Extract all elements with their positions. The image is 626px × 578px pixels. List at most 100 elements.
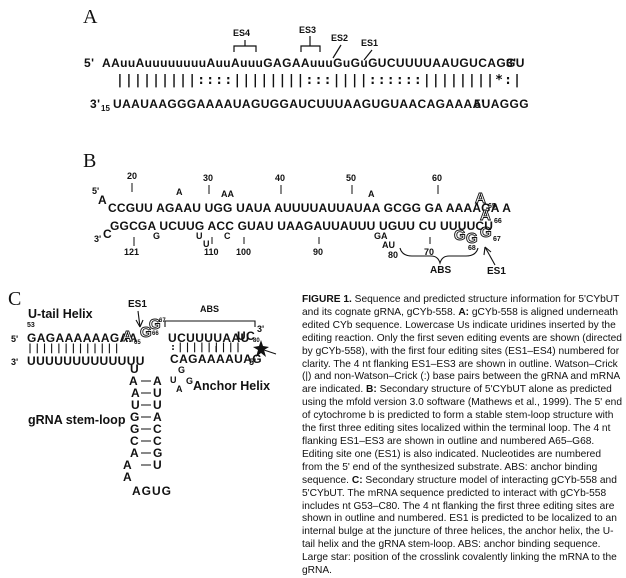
b-bulge-u2: U <box>203 239 210 249</box>
num-60: 60 <box>432 173 443 183</box>
caption-text-a: gCYb-558 is aligned underneath edited CY… <box>302 306 622 396</box>
num-50: 50 <box>346 173 357 183</box>
b-top-a: A <box>98 193 108 207</box>
c-anchor-bulge-g: G <box>178 365 186 375</box>
c-num-67: 67 <box>159 318 166 324</box>
caption-text-b: Secondary structure of 5'CYbUT alone as … <box>302 384 623 486</box>
b-bulge-a2: A <box>368 189 375 199</box>
grna-stemloop-label: gRNA stem-loop <box>28 413 126 427</box>
panel-b-letter: B <box>83 150 97 172</box>
b-bulge-u: U <box>196 231 203 241</box>
b-top-row: CCGUU AGAAU UGG UAUA AUUUUAUUAUAA GCGG G… <box>108 201 512 215</box>
stem-right-5: C <box>153 434 163 448</box>
c-anchor-bulge-g2: G <box>186 376 194 386</box>
caption-c-label: C: <box>351 474 363 486</box>
b-5prime: 5' <box>92 186 100 196</box>
stem-right-3: A <box>153 410 163 424</box>
caption-a-label: A: <box>458 306 470 318</box>
b-num-67: 67 <box>493 236 501 243</box>
c-anchor-pairs: :||||||||| <box>170 342 243 353</box>
c-3prime-u: 3' <box>11 357 19 367</box>
c-num-80: 80 <box>253 338 260 344</box>
b-outline-a66: A <box>480 207 492 225</box>
figure-caption: FIGURE 1. Sequence and predicted structu… <box>302 294 622 578</box>
b-bulge-au: AU <box>382 240 395 250</box>
b-abs-label: ABS <box>430 265 452 276</box>
num-20: 20 <box>127 171 138 181</box>
stem-right-0: A <box>153 374 163 388</box>
stem-right-4: C <box>153 422 163 436</box>
b-es1-label: ES1 <box>487 266 506 277</box>
c-5prime: 5' <box>11 334 19 344</box>
stem-left-8: A <box>123 458 133 472</box>
caption-text-c: Secondary structure model of interacting… <box>302 474 617 577</box>
es4-label: ES4 <box>233 28 251 38</box>
grna-subscript: 15 <box>101 104 110 113</box>
panel-a-letter: A <box>83 6 98 28</box>
c-top-seq: GAGAAAAAAGAA <box>27 331 138 345</box>
c-5prime-anchor: 5' <box>249 357 257 367</box>
b-bulge-a: A <box>176 187 183 197</box>
b-3prime: 3' <box>94 234 102 244</box>
stem-left-1: A <box>129 374 139 388</box>
c-anchor-bulge-a: A <box>176 384 183 394</box>
mrna-5prime: 5' <box>84 56 95 70</box>
c-outline-a65: A <box>122 328 134 346</box>
caption-heading: FIGURE 1. <box>302 294 352 305</box>
stem-left-7: A <box>130 446 140 460</box>
num-121: 121 <box>124 247 140 257</box>
b-num-68: 68 <box>468 245 476 252</box>
stem-left-6: C <box>130 434 140 448</box>
grna-3prime: 3' <box>90 97 101 111</box>
c-mrna-right: UCUUUUAAU <box>168 331 250 345</box>
num-110: 110 <box>204 247 219 257</box>
c-outline-g66: G <box>140 324 153 342</box>
utail-helix-label: U-tail Helix <box>28 307 93 321</box>
es3-label: ES3 <box>299 25 317 35</box>
b-bottom-c: C <box>103 227 113 241</box>
mrna-sequence: AAuuAuuuuuuuuAuuAuuuGAGAAuuuGuGuGUCUUUUA… <box>102 56 525 70</box>
c-utail-pairs: ||||||||||||| <box>27 343 121 354</box>
b-bottom-row: GGCGA UCUUG ACC GUAU UAAGAUUAUUU UGUU CU… <box>110 219 494 233</box>
stem-right-6: G <box>153 446 163 460</box>
c-mrna-end: UC <box>237 329 256 343</box>
num-80: 80 <box>388 250 399 260</box>
c-anchor-bulge-u: U <box>170 375 177 385</box>
b-outline-a65: A <box>475 190 487 208</box>
b-num-65: 65 <box>488 203 496 210</box>
stem-left-4: G <box>130 410 140 424</box>
b-bulge-c: C <box>224 231 231 241</box>
es2-label: ES2 <box>331 33 349 43</box>
num-90: 90 <box>313 247 324 257</box>
caption-b-label: B: <box>366 384 377 396</box>
num-70: 70 <box>424 247 435 257</box>
b-outline-g68: G <box>466 230 479 248</box>
c-num-65: 65 <box>134 340 141 346</box>
num-100: 100 <box>236 247 252 257</box>
b-num-66: 66 <box>494 218 502 225</box>
stem-right-7: U <box>153 458 163 472</box>
stem-left-5: G <box>130 422 140 436</box>
c-es1-label: ES1 <box>128 299 147 310</box>
grna-sequence: UAAUAAGGGAAAAUAGUGGAUCUUUAAGUGUAACAGAAAA… <box>113 97 529 111</box>
b-bulge-ga: GA <box>374 231 388 241</box>
mrna-3prime: 3' <box>506 56 517 70</box>
stem-loop: AGUG <box>132 484 172 498</box>
stem-left-9: A <box>123 470 133 484</box>
c-u-tail: UUUUUUUUUUUUU <box>27 354 145 368</box>
es1-label: ES1 <box>361 38 379 48</box>
num-30: 30 <box>203 173 214 183</box>
b-bulge-aa: AA <box>221 189 234 199</box>
stem-left-3: U <box>131 398 141 412</box>
c-anchor-top: CAGAAAAUAG <box>170 352 262 366</box>
base-pair-line: |||||||||::::||||||||:::||||::::::||||||… <box>116 73 523 88</box>
stem-right-1: U <box>153 386 163 400</box>
anchor-helix-label: Anchor Helix <box>193 379 271 393</box>
c-num-53: 53 <box>27 322 35 329</box>
caption-text-1: Sequence and predicted structure informa… <box>302 294 620 318</box>
c-outline-g67: G <box>149 316 162 334</box>
b-outline-g67: G <box>480 224 493 242</box>
